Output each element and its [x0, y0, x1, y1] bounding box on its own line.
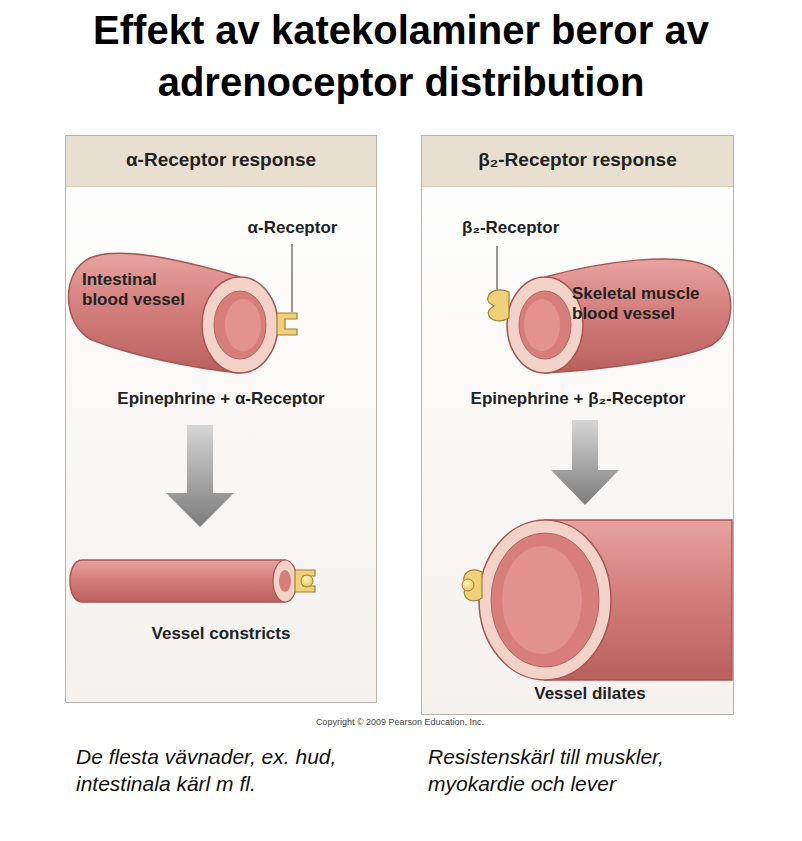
panel-header: β₂-Receptor response: [422, 136, 733, 187]
panel-ground: [422, 136, 733, 714]
receptor-label: β₂-Receptor: [462, 218, 602, 238]
copyright: Copyright © 2009 Pearson Education, Inc.: [250, 717, 550, 727]
reaction-label: Epinephrine + α-Receptor: [68, 389, 374, 409]
constricted-vessel: [70, 560, 315, 602]
down-arrow: [166, 425, 234, 527]
alpha-receptor: [277, 244, 297, 335]
intestinal-vessel: [68, 253, 278, 373]
down-arrow: [551, 420, 619, 505]
panel-ground: [66, 136, 376, 702]
vessel-label: Intestinal blood vessel: [82, 270, 197, 310]
caption-note: Resistenskärl till muskler, myokardie oc…: [428, 743, 738, 797]
reaction-label: Epinephrine + β₂-Receptor: [424, 389, 732, 409]
dilated-vessel: [462, 520, 732, 680]
caption-note: De flesta vävnader, ex. hud, intestinala…: [76, 743, 376, 797]
vessel-label: Skeletal muscle blood vessel: [572, 284, 732, 324]
page-title: Effekt av katekolaminer beror av adrenoc…: [6, 4, 796, 108]
receptor-label: α-Receptor: [220, 218, 365, 238]
panel-header: α-Receptor response: [66, 136, 376, 187]
beta2-receptor: [488, 246, 509, 321]
result-label: Vessel dilates: [480, 684, 700, 704]
result-label: Vessel constricts: [68, 624, 374, 644]
